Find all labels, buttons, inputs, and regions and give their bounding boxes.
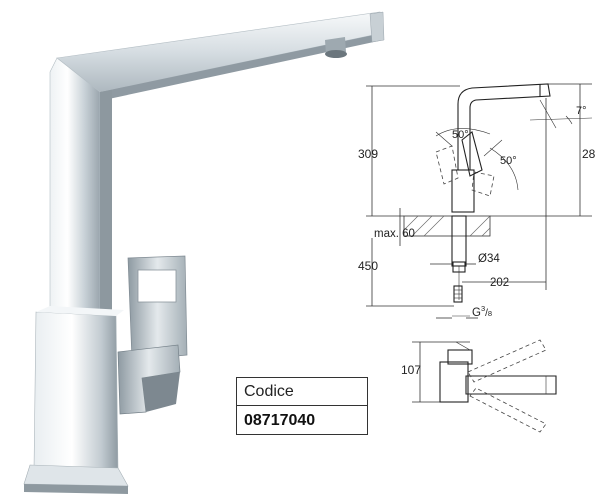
- product-code-box: Codice 08717040: [236, 377, 368, 435]
- spout-angle-label: 7°: [576, 105, 587, 117]
- reach-label: 202: [490, 277, 509, 289]
- top-view-drawing: 107: [401, 339, 557, 433]
- product-code-label: Codice: [237, 378, 367, 406]
- total-height-label: 309: [358, 147, 378, 161]
- top-height-label: 107: [401, 363, 421, 377]
- lever-angle-label-b: 50°: [500, 155, 517, 167]
- right-height-label: 28: [582, 147, 596, 161]
- max-deck-label: max. 60: [374, 228, 415, 240]
- hose-length-label: 450: [358, 259, 378, 273]
- product-code-value: 08717040: [244, 412, 316, 429]
- side-view-drawing: 7° 50° 50° 309 28 max. 60 Ø34 450 202 G3…: [358, 83, 596, 319]
- hole-diameter-label: Ø34: [478, 253, 500, 265]
- lever-angle-label-a: 50°: [452, 129, 469, 141]
- thread-label: G3/8: [472, 304, 492, 319]
- faucet-image: [23, 11, 385, 494]
